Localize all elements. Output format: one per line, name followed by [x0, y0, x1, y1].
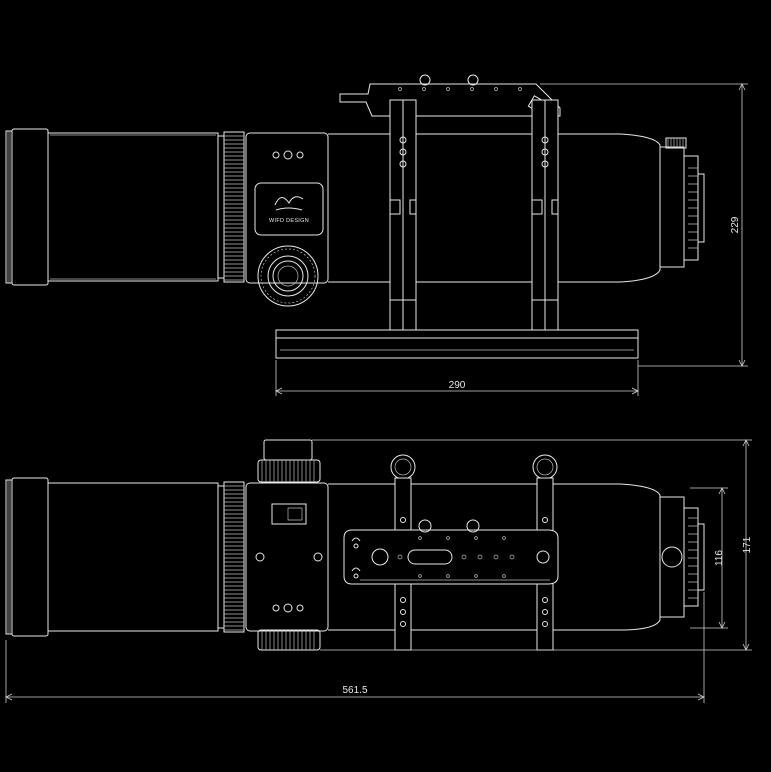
handle-plan: [344, 520, 558, 584]
side-elevation-view: WIFD DESIGN: [6, 75, 748, 396]
tube-ring-front: [390, 100, 416, 330]
focuser-body: WIFD DESIGN: [246, 133, 328, 283]
carry-handle: [340, 75, 560, 116]
focus-ring: [224, 132, 244, 282]
dew-shield-plan: [6, 478, 48, 636]
plan-view: 171 116 561.5: [6, 440, 753, 703]
dovetail-base: [276, 330, 638, 358]
dimension-base-width: 290: [276, 360, 638, 396]
dimension-overall-length: 561.5: [6, 592, 704, 703]
focuser-body-plan: [246, 483, 328, 631]
rear-tube-plan: [328, 484, 704, 630]
focus-knob-top: [258, 440, 320, 482]
dimension-height-top: 229: [540, 84, 748, 366]
dimension-label-561-5: 561.5: [342, 685, 367, 696]
dew-shield: [6, 129, 48, 285]
dimension-label-116: 116: [714, 550, 725, 566]
dimension-label-171: 171: [742, 536, 753, 553]
main-tube: [48, 133, 224, 281]
dimension-height-outer: 171: [312, 440, 753, 650]
dimension-label-290: 290: [449, 380, 466, 391]
focus-knob-bottom: [258, 630, 320, 650]
tube-ring-rear: [532, 100, 558, 330]
main-tube-plan: [48, 483, 224, 631]
brand-label: WIFD DESIGN: [269, 218, 309, 224]
focus-knob: [258, 246, 318, 306]
focus-ring-plan: [224, 482, 244, 632]
rear-tube: [328, 134, 704, 282]
dimension-label-229: 229: [730, 216, 741, 233]
dimension-height-inner: 116: [690, 488, 728, 628]
